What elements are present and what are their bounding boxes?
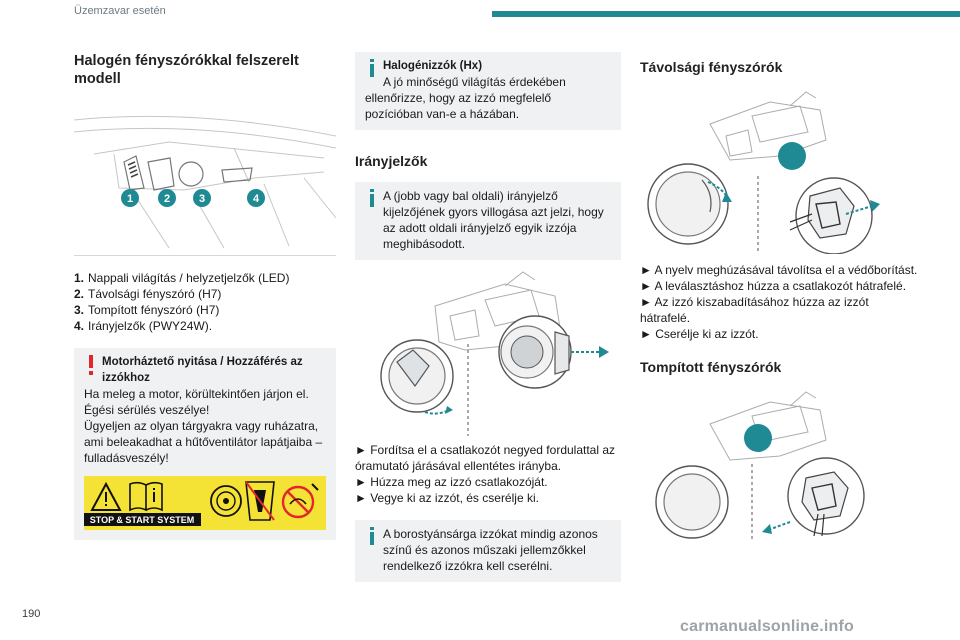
bulb-list: 1.Nappali világítás / helyzetjelzők (LED…	[74, 270, 336, 334]
step-line: ► A nyelv meghúzásával távolítsa el a vé…	[640, 263, 918, 277]
warning-line: Ügyeljen az olyan tárgyakra vagy ruházat…	[84, 419, 323, 465]
amber-bulb-note: A borostyánsárga izzókat mindig azonos s…	[355, 520, 621, 582]
info-icon	[370, 527, 374, 545]
step-line: ► Az izzó kiszabadításához húzza az izzó…	[640, 295, 869, 325]
amber-note-text: A borostyánsárga izzókat mindig azonos s…	[383, 527, 598, 573]
safety-pictogram-panel: STOP & START SYSTEM	[84, 476, 326, 530]
headlight-overview-illustration: 1 2 3 4	[73, 115, 337, 249]
warning-line: Égési sérülés veszélye!	[84, 403, 210, 417]
step-line: ► Fordítsa el a csatlakozót negyed fordu…	[355, 443, 616, 473]
halogen-note-title: Halogénizzók (Hx)	[383, 60, 483, 72]
headlight-overview-figure: 1 2 3 4	[73, 98, 337, 256]
list-item: 3.Tompított fényszóró (H7)	[74, 303, 220, 317]
info-icon	[370, 59, 374, 77]
stop-start-label: STOP & START SYSTEM	[90, 515, 195, 525]
exclamation-warning-icon	[89, 355, 93, 375]
step-line: ► A leválasztáshoz húzza a csatlakozót h…	[640, 279, 907, 293]
step-line: ► Cserélje ki az izzót.	[640, 327, 759, 341]
halogen-model-title: Halogén fényszórókkal felszerelt modell	[74, 53, 299, 87]
halogen-bulb-note: Halogénizzók (Hx) A jó minőségű világítá…	[355, 52, 621, 130]
turn-signal-note-text: A (jobb vagy bal oldali) irányjelző kije…	[383, 189, 604, 251]
warning-title: Motorháztető nyitása / Hozzáférés az izz…	[102, 356, 303, 384]
callout-1: 1	[127, 193, 133, 205]
callout-4: 4	[253, 193, 260, 205]
halogen-note-text: A jó minőségű világítás érdekében ellenő…	[365, 75, 566, 121]
low-beam-title: Tompított fényszórók	[640, 359, 782, 375]
safety-pictograms: STOP & START SYSTEM	[84, 476, 326, 530]
turn-signal-bulb-figure	[355, 266, 621, 436]
warning-line: Ha meleg a motor, körültekintően járjon …	[84, 387, 309, 401]
high-beam-steps: ► A nyelv meghúzásával távolítsa el a vé…	[640, 262, 920, 342]
low-beam-figure	[640, 384, 920, 540]
callout-markers	[121, 189, 265, 207]
low-beam-illustration	[655, 391, 865, 540]
page-number: 190	[22, 608, 41, 620]
turn-signal-note: A (jobb vagy bal oldali) irányjelző kije…	[355, 182, 621, 260]
info-icon	[370, 189, 374, 207]
turn-signals-title: Irányjelzők	[355, 153, 428, 169]
hood-warning-box: Motorháztető nyitása / Hozzáférés az izz…	[74, 348, 336, 540]
header-accent-bar	[492, 11, 960, 17]
turn-signal-steps: ► Fordítsa el a csatlakozót negyed fordu…	[355, 442, 621, 506]
step-line: ► Vegye ki az izzót, és cserélje ki.	[355, 491, 539, 505]
column-turn-signals: Halogénizzók (Hx) A jó minőségű világítá…	[355, 52, 621, 582]
list-item: 1.Nappali világítás / helyzetjelzők (LED…	[74, 271, 290, 285]
high-beam-figure	[640, 84, 920, 255]
callout-3: 3	[199, 193, 205, 205]
list-item: 4.Irányjelzők (PWY24W).	[74, 319, 213, 333]
section-title: Üzemzavar esetén	[74, 5, 166, 17]
high-beam-title: Távolsági fényszórók	[640, 59, 783, 75]
high-beam-illustration	[647, 91, 880, 255]
column-halogen-model: Halogén fényszórókkal felszerelt modell	[73, 52, 337, 540]
column-headlights: Távolsági fényszórók ► A ny	[640, 58, 920, 540]
turn-signal-illustration	[380, 271, 609, 436]
watermark-text: carmanualsonline.info	[680, 618, 855, 635]
step-line: ► Húzza meg az izzó csatlakozóját.	[355, 475, 548, 489]
callout-2: 2	[164, 193, 170, 205]
list-item: 2.Távolsági fényszóró (H7)	[74, 287, 222, 301]
